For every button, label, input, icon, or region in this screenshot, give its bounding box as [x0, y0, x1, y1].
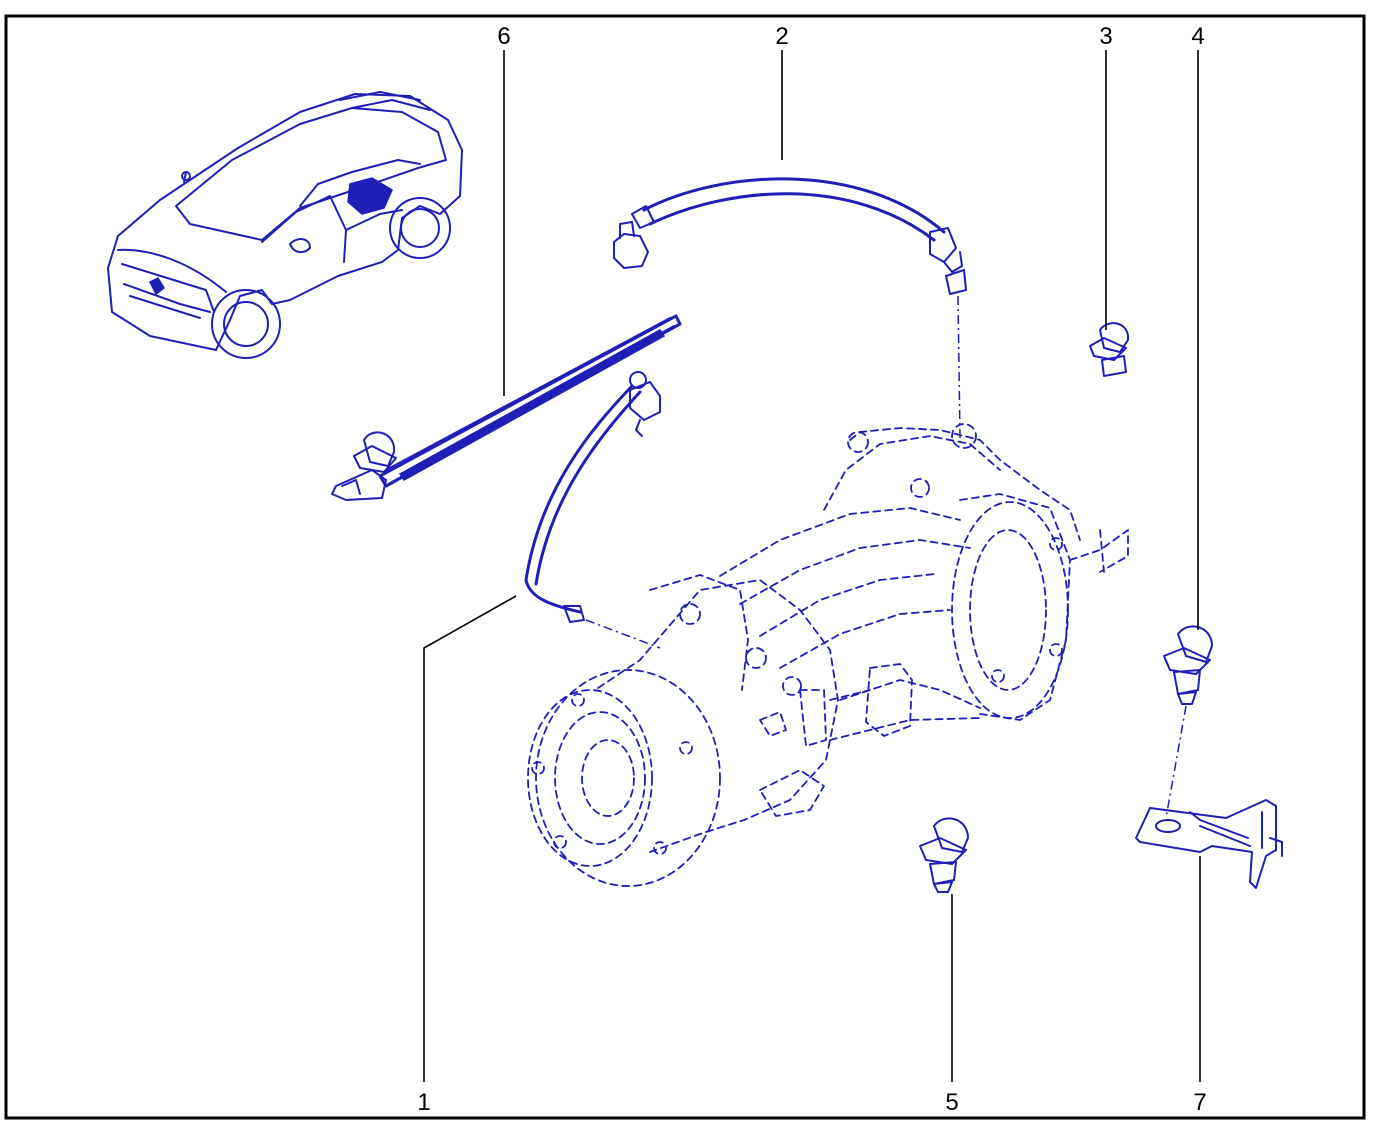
callout-5: 5 [945, 1089, 958, 1116]
clip-fastener-4 [1163, 625, 1213, 705]
callout-6: 6 [497, 23, 510, 50]
breather-hose-lower [524, 371, 661, 623]
callout-4: 4 [1191, 23, 1204, 50]
hose-clip-3 [1089, 322, 1130, 377]
breather-hose-upper [613, 177, 967, 295]
mounting-bracket-7 [1135, 799, 1283, 889]
callout-1: 1 [417, 1089, 430, 1116]
callout-2: 2 [775, 23, 788, 50]
clip-strip-6 [331, 314, 682, 501]
assembly-axes [585, 295, 1187, 819]
vehicle-icon [107, 91, 463, 359]
diagram-frame [4, 14, 1366, 1120]
callout-7: 7 [1193, 1089, 1206, 1116]
axle-housing-ghost [527, 423, 1129, 887]
callout-labels: 6 2 3 4 1 5 7 [417, 23, 1206, 1116]
callout-3: 3 [1099, 23, 1112, 50]
clip-fastener-5 [919, 817, 969, 893]
leader-lines [423, 50, 1201, 1082]
